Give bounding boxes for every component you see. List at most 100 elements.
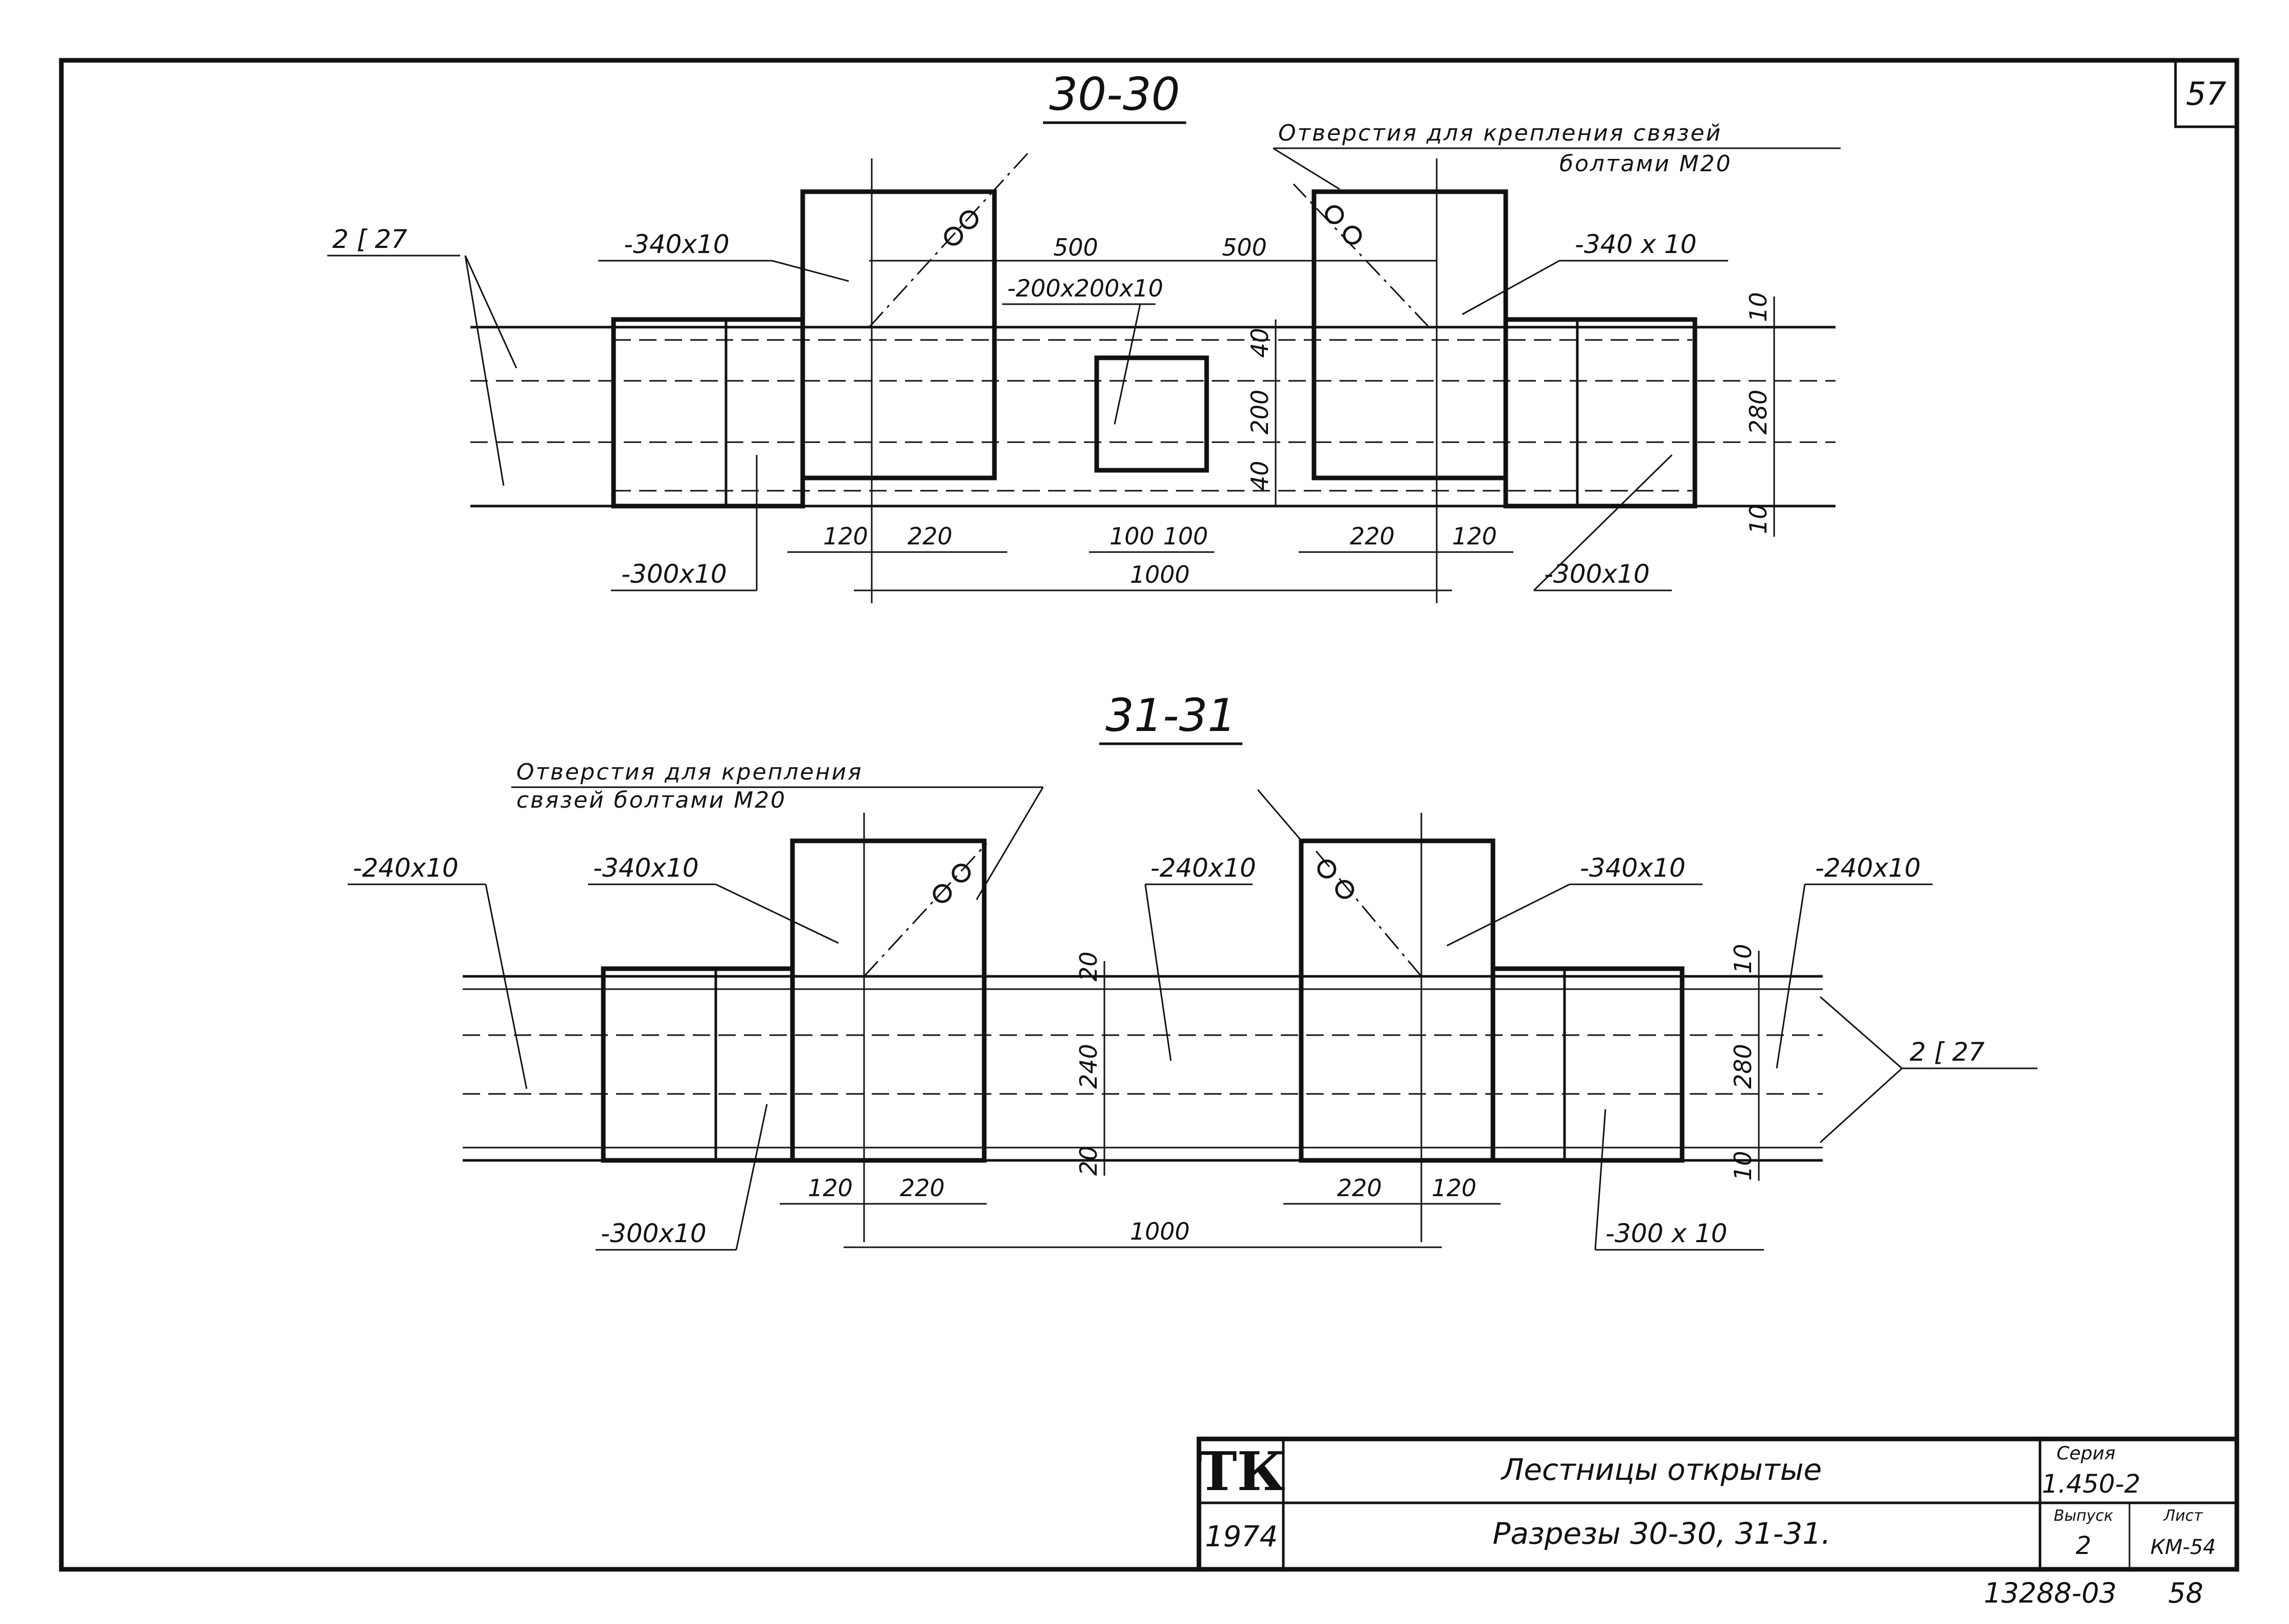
section-30-plate-left-label: -340x10 xyxy=(624,230,730,259)
section-31-dim-280: 280 xyxy=(1729,1044,1757,1089)
section-30-brace-axis-left xyxy=(868,152,1029,328)
section-31-dim-20-bottom: 20 xyxy=(1075,1146,1102,1176)
section-31-note-leader-2 xyxy=(1257,789,1305,844)
section-30-center-plate xyxy=(1094,355,1209,473)
section-30-dim-500-right: 500 xyxy=(1222,234,1267,261)
section-31-plate-far-right-label: -240x10 xyxy=(1815,853,1921,883)
section-31-dim-1000: 1000 xyxy=(1130,1218,1190,1245)
section-31-channel-leader-2 xyxy=(1819,1067,1903,1143)
section-30-channel-leader-1 xyxy=(464,255,517,369)
section-30-dim-10-bottom: 10 xyxy=(1744,504,1772,534)
section-31-channel-leader-1 xyxy=(1820,996,1902,1069)
section-30-dim-100-a: 100 xyxy=(1109,522,1154,550)
section-30-dim-1000: 1000 xyxy=(1130,561,1190,588)
section-31-31: 31-31 Отверстия для крепления связей бол… xyxy=(348,689,2037,1251)
title-block-title: Лестницы открытые xyxy=(1501,1452,1822,1487)
issue-value: 2 xyxy=(2076,1531,2092,1560)
section-30-plate-right-leader xyxy=(1462,260,1560,315)
section-30-title: 30-30 xyxy=(1049,68,1180,121)
section-30-plate-left-leader xyxy=(772,260,849,282)
section-31-plate-far-left-leader xyxy=(485,884,528,1089)
section-30-channel-leader-2 xyxy=(464,255,505,486)
section-31-plate-far-left-label: -240x10 xyxy=(353,853,459,883)
section-30-bolt-4 xyxy=(1343,225,1362,245)
issue-label: Выпуск xyxy=(2054,1507,2113,1525)
section-31-plate-center-label: -240x10 xyxy=(1150,853,1256,883)
archive-number: 13288-03 xyxy=(1984,1577,2117,1609)
section-30-dim-100-b: 100 xyxy=(1163,522,1208,550)
title-block-year: 1974 xyxy=(1205,1520,1278,1553)
section-30-dim-120-right: 120 xyxy=(1452,522,1497,550)
section-30-note-leader xyxy=(1273,147,1340,190)
section-31-dim-220-left: 220 xyxy=(900,1174,945,1202)
section-31-plate-left-label: -340x10 xyxy=(593,853,699,883)
title-block-subtitle: Разрезы 30-30, 31-31. xyxy=(1492,1516,1830,1551)
section-30-bolt-3 xyxy=(1325,205,1344,224)
section-31-note-leader xyxy=(976,787,1044,900)
section-31-bolt-1 xyxy=(933,884,952,903)
section-30-bottom-plate-left xyxy=(611,317,805,509)
section-30-center-plate-leader xyxy=(1114,304,1141,425)
section-31-bottom-left-label: -300x10 xyxy=(601,1219,707,1248)
section-30-dim-220-right: 220 xyxy=(1350,522,1395,550)
section-31-note-line1: Отверстия для крепления xyxy=(516,759,863,785)
section-30-bottom-right-label: -300x10 xyxy=(1544,559,1650,589)
section-31-brace-axis-right xyxy=(1313,848,1422,977)
section-31-brace-axis-left xyxy=(863,842,988,977)
sheet-label: Лист xyxy=(2163,1507,2204,1525)
section-31-plate-right-leader xyxy=(1446,883,1570,947)
section-31-dim-10-bottom: 10 xyxy=(1729,1151,1757,1181)
section-30-center-plate-label: -200x200x10 xyxy=(1007,275,1163,302)
footer-page: 58 xyxy=(2168,1577,2204,1609)
section-31-plate-right-label: -340x10 xyxy=(1580,853,1686,883)
section-30-bottom-right-leader xyxy=(1533,454,1673,591)
section-31-bolt-2 xyxy=(951,863,971,883)
section-30-note-line1: Отверстия для крепления связей xyxy=(1278,120,1722,146)
section-30-note-line2: болтами М20 xyxy=(1559,151,1732,177)
section-31-title: 31-31 xyxy=(1105,689,1236,742)
sheet-frame xyxy=(59,58,2239,1572)
section-31-dim-240: 240 xyxy=(1075,1044,1102,1089)
section-30-dim-120-left: 120 xyxy=(823,522,868,550)
section-30-bottom-plate-right xyxy=(1503,317,1697,509)
section-31-plate-left-leader xyxy=(715,883,839,944)
series-value: 1.450-2 xyxy=(2042,1469,2141,1499)
section-31-dim-220-right: 220 xyxy=(1337,1174,1382,1202)
section-31-dim-20-top: 20 xyxy=(1075,951,1102,981)
section-30-gusset-left xyxy=(800,189,997,481)
section-30-dim-200: 200 xyxy=(1246,390,1274,434)
section-30-30: 30-30 Отверстия для крепления связей бол… xyxy=(327,68,1841,603)
section-31-bottom-right-label: -300 x 10 xyxy=(1605,1219,1727,1248)
section-31-bottom-left-leader xyxy=(735,1104,768,1250)
sheet-value: КМ-54 xyxy=(2150,1536,2216,1559)
section-31-bolt-4 xyxy=(1335,880,1354,899)
title-block: ТК 1974 Лестницы открытые Разрезы 30-30,… xyxy=(1196,1436,2239,1572)
section-31-bottom-plate-left xyxy=(601,966,795,1163)
section-30-brace-axis-right xyxy=(1293,183,1430,328)
section-31-plate-center-leader xyxy=(1144,884,1172,1061)
sheet-number: 57 xyxy=(2186,75,2227,112)
sheet-number-box xyxy=(2174,59,2238,128)
section-31-channel-label: 2 [ 27 xyxy=(1910,1037,1985,1067)
section-30-plate-right-label: -340 x 10 xyxy=(1575,230,1696,259)
section-31-note-line2: связей болтами М20 xyxy=(516,787,786,813)
section-30-dim-280: 280 xyxy=(1744,390,1772,434)
section-30-dim-220-left: 220 xyxy=(908,522,953,550)
section-31-bottom-right-leader xyxy=(1594,1109,1606,1250)
section-30-dim-10-top: 10 xyxy=(1744,292,1772,322)
section-31-gusset-left xyxy=(790,838,987,1163)
section-30-dim-40-bottom: 40 xyxy=(1246,461,1274,491)
tk-logo: ТК xyxy=(1197,1440,1285,1503)
section-30-dim-500-left: 500 xyxy=(1053,234,1098,261)
section-30-dim-40-top: 40 xyxy=(1246,328,1274,358)
series-label: Серия xyxy=(2056,1443,2115,1464)
section-31-dim-120-left: 120 xyxy=(808,1174,853,1202)
section-31-plate-far-right-leader xyxy=(1776,884,1806,1069)
section-30-bolt-1 xyxy=(944,226,963,246)
section-30-channel-label: 2 [ 27 xyxy=(332,224,407,254)
section-31-dim-10-top: 10 xyxy=(1729,944,1757,974)
section-31-gusset-right xyxy=(1299,838,1495,1163)
section-30-bottom-left-label: -300x10 xyxy=(621,559,727,589)
section-31-bolt-3 xyxy=(1317,859,1336,879)
